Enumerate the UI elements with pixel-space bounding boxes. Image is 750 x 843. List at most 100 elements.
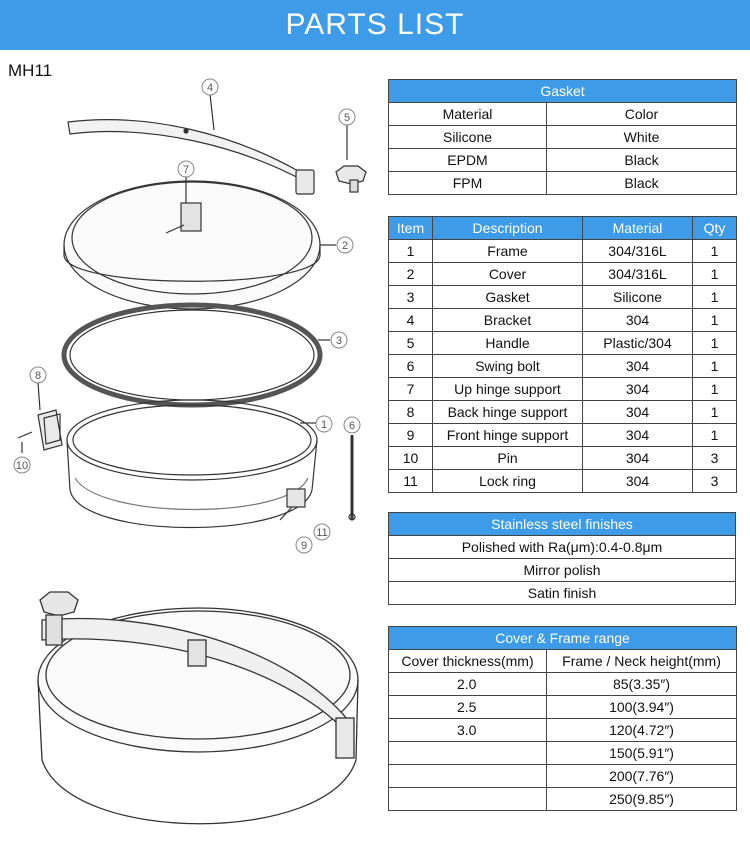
parts-cell: Lock ring [432, 469, 583, 493]
parts-cell: 1 [692, 423, 737, 447]
finishes-table: Stainless steel finishes Polished with R… [388, 512, 736, 605]
parts-cell: Gasket [432, 285, 583, 309]
gasket-cell: Black [545, 171, 738, 195]
callout-1: 1 [315, 415, 333, 433]
parts-cell: 6 [388, 354, 433, 378]
gasket-cell: FPM [388, 171, 547, 195]
parts-cell: 304 [582, 446, 693, 470]
parts-cell: 304/316L [582, 239, 693, 263]
table-row: Satin finish [388, 581, 736, 605]
gasket-cell: Black [545, 148, 738, 172]
parts-header-item: Item [388, 216, 433, 240]
parts-cell: 2 [388, 262, 433, 286]
parts-cell: Front hinge support [432, 423, 583, 447]
cover-frame-range-table: Cover & Frame range Cover thickness(mm) … [387, 626, 738, 811]
gasket-table-title: Gasket [387, 79, 738, 103]
page-title-banner: PARTS LIST [0, 0, 750, 50]
parts-cell: 304 [582, 469, 693, 493]
parts-cell: Frame [432, 239, 583, 263]
assembled-manhole-view [37, 591, 359, 825]
svg-text:1: 1 [321, 419, 327, 431]
svg-text:9: 9 [301, 540, 307, 552]
parts-cell: 304 [582, 423, 693, 447]
range-cell [388, 741, 547, 765]
parts-cell: 10 [388, 446, 433, 470]
parts-cell: 304/316L [582, 262, 693, 286]
parts-cell: 1 [692, 354, 737, 378]
callout-8: 8 [29, 366, 47, 384]
callout-7: 7 [177, 160, 195, 178]
bracket-part [67, 93, 315, 195]
range-cell [388, 764, 547, 788]
svg-text:5: 5 [344, 112, 350, 124]
table-row: Silicone White [388, 125, 738, 149]
table-row: FPM Black [388, 171, 738, 195]
frame-part [66, 399, 318, 529]
range-table-title: Cover & Frame range [387, 626, 738, 650]
parts-cell: 304 [582, 308, 693, 332]
model-number: MH11 [8, 61, 53, 80]
parts-cell: Pin [432, 446, 583, 470]
parts-cell: 1 [692, 400, 737, 424]
parts-cell: 7 [388, 377, 433, 401]
table-row: EPDM Black [388, 148, 738, 172]
parts-cell: 1 [692, 331, 737, 355]
table-row: 150(5.91″) [388, 741, 738, 765]
gasket-cell: Silicone [388, 125, 547, 149]
callout-4: 4 [201, 78, 219, 96]
parts-cell: Cover [432, 262, 583, 286]
range-header-height: Frame / Neck height(mm) [545, 649, 738, 673]
range-cell: 250(9.85″) [545, 787, 738, 811]
parts-cell: 3 [388, 285, 433, 309]
svg-text:4: 4 [207, 82, 213, 94]
parts-header-material: Material [582, 216, 693, 240]
table-row: 250(9.85″) [388, 787, 738, 811]
gasket-cell: EPDM [388, 148, 547, 172]
range-cell: 200(7.76″) [545, 764, 738, 788]
range-cell: 120(4.72″) [545, 718, 738, 742]
parts-header-description: Description [432, 216, 583, 240]
svg-text:8: 8 [35, 370, 41, 382]
parts-cell: 5 [388, 331, 433, 355]
parts-cell: 1 [692, 262, 737, 286]
parts-cell: 1 [692, 239, 737, 263]
handle-knob-part [335, 125, 367, 193]
range-header-thickness: Cover thickness(mm) [388, 649, 547, 673]
callout-3: 3 [330, 331, 348, 349]
svg-text:2: 2 [342, 240, 348, 252]
page-title: PARTS LIST [285, 8, 465, 41]
range-cell: 100(3.94″) [545, 695, 738, 719]
svg-text:3: 3 [336, 335, 342, 347]
parts-cell: 304 [582, 354, 693, 378]
back-hinge-support-part [17, 382, 63, 453]
parts-cell: Bracket [432, 308, 583, 332]
finish-cell: Mirror polish [388, 558, 736, 582]
cover-part [63, 168, 336, 310]
table-row: Mirror polish [388, 558, 736, 582]
parts-cell: 1 [692, 285, 737, 309]
parts-cell: 11 [388, 469, 433, 493]
svg-text:10: 10 [16, 460, 28, 472]
gasket-cell: White [545, 125, 738, 149]
parts-header-qty: Qty [692, 216, 737, 240]
finish-cell: Polished with Ra(μm):0.4-0.8μm [388, 535, 736, 559]
table-row: 200(7.76″) [388, 764, 738, 788]
range-cell [388, 787, 547, 811]
parts-cell: 304 [582, 400, 693, 424]
range-cell: 85(3.35″) [545, 672, 738, 696]
svg-text:6: 6 [349, 420, 355, 432]
range-cell: 150(5.91″) [545, 741, 738, 765]
range-cell: 2.5 [388, 695, 547, 719]
svg-text:11: 11 [316, 527, 327, 539]
parts-cell: 1 [388, 239, 433, 263]
parts-cell: Swing bolt [432, 354, 583, 378]
